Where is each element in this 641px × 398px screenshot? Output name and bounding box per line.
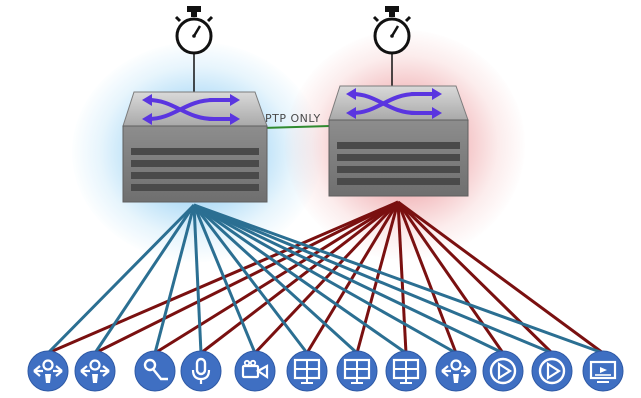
ptp-link bbox=[261, 125, 331, 129]
red-link bbox=[397, 200, 604, 355]
lavalier-mic-icon bbox=[143, 358, 168, 381]
device-node bbox=[74, 350, 116, 392]
device-display-12[interactable] bbox=[582, 350, 624, 392]
red-link bbox=[396, 200, 554, 355]
blue-link bbox=[193, 203, 504, 355]
device-playback-10[interactable] bbox=[482, 350, 524, 392]
red-link bbox=[396, 201, 408, 354]
multiviewer-icon bbox=[293, 358, 321, 384]
device-multiviewer-6[interactable] bbox=[286, 350, 328, 392]
device-ptz-camera-1[interactable] bbox=[27, 350, 69, 392]
device-node bbox=[482, 350, 524, 392]
video-camera-icon bbox=[241, 359, 269, 380]
device-microphone-4[interactable] bbox=[180, 350, 222, 392]
device-playback-11[interactable] bbox=[531, 350, 573, 392]
blue-link bbox=[193, 203, 604, 355]
switch-ports bbox=[131, 148, 259, 191]
device-node bbox=[531, 350, 573, 392]
blue-link bbox=[153, 204, 196, 354]
blue-link bbox=[193, 203, 553, 355]
microphone-icon bbox=[191, 357, 211, 384]
device-node bbox=[27, 350, 69, 392]
device-lavalier-mic-3[interactable] bbox=[134, 350, 176, 392]
device-video-camera-5[interactable] bbox=[234, 350, 276, 392]
playback-icon bbox=[489, 357, 517, 385]
device-ptz-camera-9[interactable] bbox=[435, 350, 477, 392]
red-link bbox=[305, 201, 400, 354]
red-link bbox=[94, 200, 399, 355]
stopwatch-icon bbox=[372, 6, 412, 55]
device-node bbox=[180, 350, 222, 392]
ptz-camera-icon bbox=[80, 359, 110, 383]
red-link bbox=[396, 201, 458, 354]
red-link bbox=[253, 200, 400, 355]
playback-icon bbox=[538, 357, 566, 385]
blue-link bbox=[193, 203, 457, 355]
device-ptz-camera-2[interactable] bbox=[74, 350, 116, 392]
red-link bbox=[396, 201, 505, 354]
switch-ports bbox=[337, 142, 460, 185]
devices-row bbox=[27, 350, 624, 392]
ptz-camera-icon bbox=[33, 359, 63, 383]
switch-arrows-icon bbox=[142, 94, 240, 125]
red-link bbox=[355, 201, 400, 354]
blue-link bbox=[93, 204, 196, 354]
blue-link bbox=[46, 203, 196, 355]
ptz-camera-icon bbox=[441, 359, 471, 383]
red-link bbox=[154, 200, 399, 355]
switch-arrows-icon bbox=[346, 88, 442, 119]
links-layer bbox=[46, 200, 604, 355]
multiviewer-icon bbox=[343, 358, 371, 384]
blue-link bbox=[192, 204, 257, 354]
device-multiviewer-7[interactable] bbox=[336, 350, 378, 392]
right-switch[interactable] bbox=[328, 6, 469, 197]
blue-link bbox=[192, 204, 203, 354]
multiviewer-icon bbox=[392, 358, 420, 384]
blue-link bbox=[192, 204, 309, 354]
stopwatch-icon bbox=[174, 6, 214, 55]
device-node bbox=[234, 350, 276, 392]
ptp-link-label: PTP ONLY bbox=[265, 112, 321, 125]
device-multiviewer-8[interactable] bbox=[385, 350, 427, 392]
blue-link bbox=[193, 203, 407, 355]
device-node bbox=[435, 350, 477, 392]
blue-link bbox=[192, 203, 359, 355]
display-icon bbox=[589, 360, 617, 383]
left-switch[interactable] bbox=[122, 6, 268, 203]
